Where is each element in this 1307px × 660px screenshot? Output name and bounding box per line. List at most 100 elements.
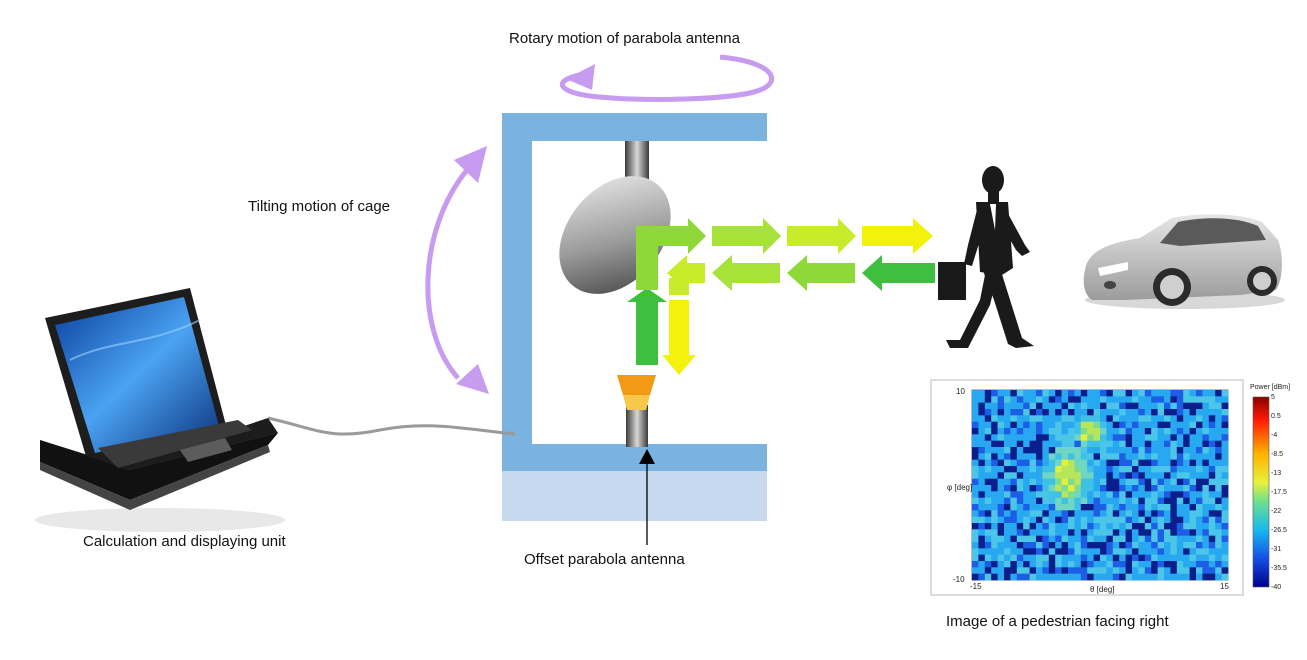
- heatmap-cell: [1004, 485, 1011, 492]
- heatmap-cell: [1042, 466, 1050, 473]
- heatmap-cell: [1055, 542, 1062, 549]
- heatmap-cell: [1093, 548, 1101, 555]
- heatmap-cell: [1119, 453, 1126, 460]
- heatmap-cell: [1016, 497, 1024, 505]
- heatmap-cell: [1196, 472, 1203, 479]
- heatmap-cell: [991, 573, 998, 581]
- heatmap-cell: [1112, 472, 1120, 479]
- heatmap-cell: [1132, 390, 1139, 397]
- heatmap-cell: [991, 516, 998, 524]
- heatmap-cell: [1157, 402, 1165, 410]
- heatmap-cell: [1055, 497, 1062, 505]
- heatmap-cell: [1119, 535, 1126, 543]
- heatmap-cell: [1036, 491, 1043, 498]
- heatmap-cell: [1074, 396, 1082, 403]
- heatmap-cell: [1042, 510, 1050, 517]
- heatmap-cell: [1151, 434, 1158, 441]
- heatmap-cell: [997, 542, 1005, 549]
- heatmap-cell: [1029, 548, 1037, 555]
- heatmap-cell: [972, 561, 979, 568]
- heatmap-cell: [1023, 497, 1030, 505]
- heatmap-cell: [1061, 428, 1069, 435]
- heatmap-cell: [1132, 561, 1139, 568]
- heatmap-cell: [972, 402, 979, 410]
- heatmap-cell: [984, 390, 992, 397]
- heatmap-cell: [1036, 561, 1043, 568]
- heatmap-cell: [1080, 535, 1088, 543]
- heatmap-cell: [1048, 554, 1056, 562]
- heatmap-cell: [1183, 561, 1190, 568]
- heatmap-cell: [1036, 504, 1043, 511]
- heatmap-cell: [984, 542, 992, 549]
- heatmap-cell: [1036, 478, 1043, 486]
- heatmap-cell: [1170, 485, 1178, 492]
- heatmap-cell: [1068, 510, 1075, 517]
- heatmap-cell: [1119, 542, 1126, 549]
- heatmap-cell: [1132, 516, 1139, 524]
- heatmap-cell: [984, 523, 992, 530]
- transmit-beam-arrows: [627, 218, 933, 365]
- heatmap-cell: [1132, 447, 1139, 454]
- heatmap-cell: [1061, 396, 1069, 403]
- heatmap-cell: [972, 491, 979, 498]
- heatmap-cell: [1157, 510, 1165, 517]
- heatmap-cell: [1093, 573, 1101, 581]
- heatmap-cell: [1189, 415, 1197, 422]
- heatmap-cell: [1138, 428, 1146, 435]
- heatmap-cell: [1080, 548, 1088, 555]
- heatmap-cell: [1119, 567, 1126, 574]
- heatmap-cell: [1010, 523, 1018, 530]
- heatmap-cell: [1125, 421, 1133, 429]
- heatmap-cell: [1074, 491, 1082, 498]
- heatmap-cell: [1074, 390, 1082, 397]
- heatmap-x-axis-label: θ [deg]: [1090, 585, 1115, 594]
- heatmap-cell: [1068, 535, 1075, 543]
- heatmap-cell: [1004, 453, 1011, 460]
- heatmap-cell: [1132, 529, 1139, 536]
- heatmap-cell: [1208, 434, 1216, 441]
- colorbar-tick: -31: [1271, 546, 1282, 553]
- heatmap-cell: [1189, 523, 1197, 530]
- heatmap-cell: [1042, 472, 1050, 479]
- heatmap-cell: [984, 447, 992, 454]
- heatmap-cell: [984, 516, 992, 524]
- heatmap-cell: [1016, 485, 1024, 492]
- heatmap-cell: [1042, 459, 1050, 467]
- heatmap-cell: [1106, 504, 1114, 511]
- heatmap-cell: [1074, 402, 1082, 410]
- heatmap-cell: [1164, 447, 1171, 454]
- heatmap-cell: [1042, 447, 1050, 454]
- heatmap-cell: [1036, 402, 1043, 410]
- heatmap-cell: [972, 567, 979, 574]
- heatmap-cell: [978, 523, 986, 530]
- heatmap-cell: [1042, 402, 1050, 410]
- heatmap-cell: [1196, 535, 1203, 543]
- heatmap-cell: [1061, 491, 1069, 498]
- heatmap-cell: [1176, 510, 1184, 517]
- heatmap-cell: [972, 573, 979, 581]
- heatmap-cell: [1112, 567, 1120, 574]
- heatmap-cell: [1208, 573, 1216, 581]
- heatmap-cell: [1068, 415, 1075, 422]
- heatmap-cell: [1016, 478, 1024, 486]
- heatmap-cell: [1221, 421, 1229, 429]
- heatmap-cell: [1048, 529, 1056, 536]
- heatmap-cell: [1189, 497, 1197, 505]
- heatmap-cell: [1170, 466, 1178, 473]
- heatmap-cell: [1023, 504, 1030, 511]
- heatmap-cell: [1215, 453, 1222, 460]
- heatmap-cell: [1100, 402, 1107, 410]
- heatmap-cell: [1125, 447, 1133, 454]
- heatmap-cell: [1068, 567, 1075, 574]
- heatmap-cell: [1029, 402, 1037, 410]
- heatmap-cell: [1080, 472, 1088, 479]
- heatmap-x-left-tick: -15: [970, 582, 982, 591]
- heatmap-cell: [1004, 491, 1011, 498]
- heatmap-cell: [1068, 529, 1075, 536]
- heatmap-cell: [991, 535, 998, 543]
- heatmap-cell: [1138, 396, 1146, 403]
- heatmap-cell: [1144, 548, 1152, 555]
- heatmap-cell: [1055, 485, 1062, 492]
- heatmap-cell: [1112, 573, 1120, 581]
- heatmap-cell: [984, 453, 992, 460]
